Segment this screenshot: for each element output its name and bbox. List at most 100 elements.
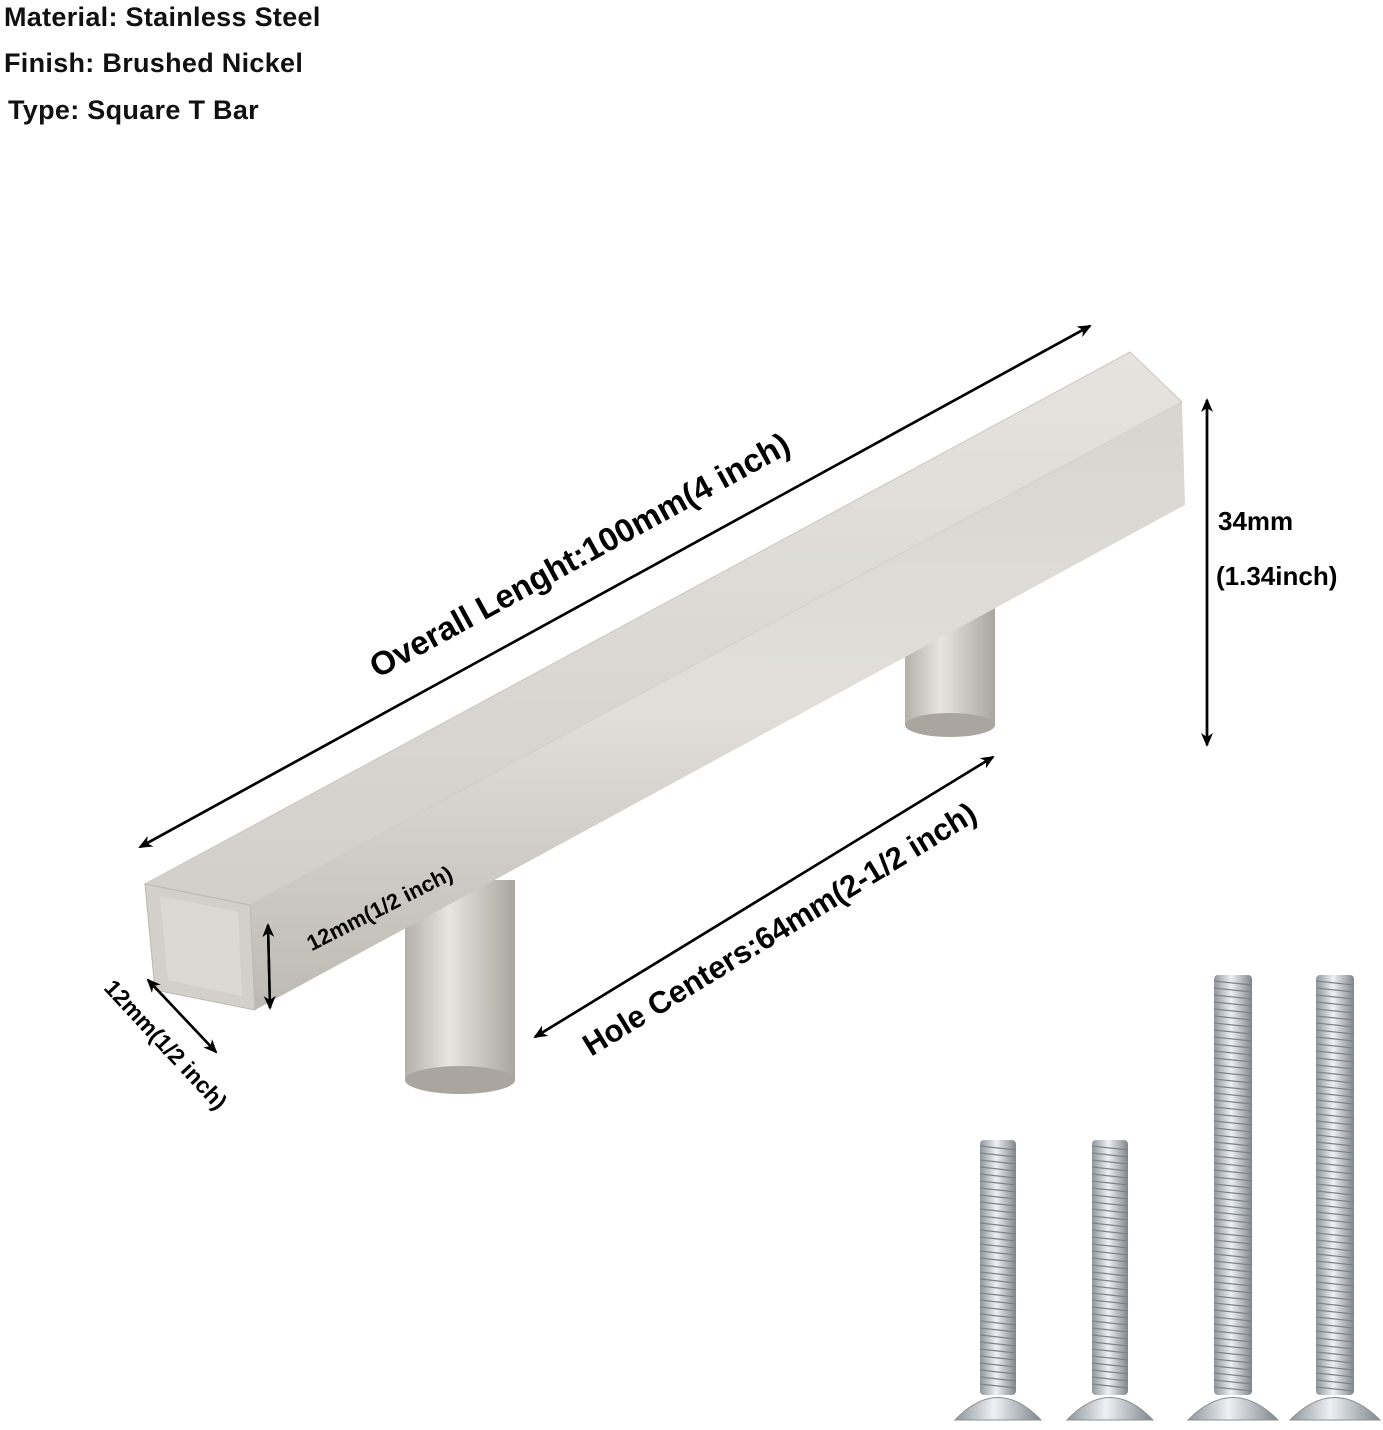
screw-thread (1213, 1099, 1253, 1105)
screw-thread (1315, 1008, 1355, 1014)
height-inch-label: (1.34inch) (1216, 561, 1337, 591)
screw-thread (1213, 1155, 1253, 1161)
screw-thread (979, 1264, 1017, 1270)
screw-thread (1315, 1057, 1355, 1063)
screw-thread (1213, 1113, 1253, 1119)
screw-thread (979, 1222, 1017, 1228)
screw-thread (1315, 1253, 1355, 1259)
screw-thread (1315, 1183, 1355, 1189)
screw-thread (1213, 1239, 1253, 1245)
screw-thread (1315, 1169, 1355, 1175)
screw-thread (1091, 1376, 1129, 1382)
screw-thread (1091, 1369, 1129, 1375)
screw-thread (1213, 1225, 1253, 1231)
screw-thread (1213, 987, 1253, 993)
screw-thread (979, 1201, 1017, 1207)
screw-thread (1213, 1183, 1253, 1189)
screw-thread (1213, 1120, 1253, 1126)
screw-thread (1213, 1323, 1253, 1329)
screw-thread (1315, 1372, 1355, 1378)
screw-thread (979, 1306, 1017, 1312)
screw-thread (1213, 1197, 1253, 1203)
screw-thread (1213, 1162, 1253, 1168)
screw-thread (1315, 1288, 1355, 1294)
screw-thread (1213, 1218, 1253, 1224)
screw-thread (1315, 1365, 1355, 1371)
screw-thread (979, 1166, 1017, 1172)
screw-thread (1315, 980, 1355, 986)
screw-thread (1315, 1239, 1355, 1245)
screw-thread (1091, 1320, 1129, 1326)
screw-thread (979, 1187, 1017, 1193)
screw-thread (979, 1369, 1017, 1375)
screw-thread (1315, 1330, 1355, 1336)
screw-thread (1315, 994, 1355, 1000)
screw-thread (1315, 1134, 1355, 1140)
screw-thread (979, 1236, 1017, 1242)
screw-thread (1091, 1264, 1129, 1270)
screw-thread (1213, 1169, 1253, 1175)
spec-type: Type: Square T Bar (8, 95, 259, 125)
screw-thread (1213, 1302, 1253, 1308)
screw-thread (1213, 1036, 1253, 1042)
screw-thread (979, 1376, 1017, 1382)
screw-thread (1315, 1141, 1355, 1147)
screw-thread (1091, 1271, 1129, 1277)
screw-thread (1315, 1316, 1355, 1322)
screw-thread (1213, 1372, 1253, 1378)
screw-thread (1091, 1159, 1129, 1165)
screw-thread (979, 1362, 1017, 1368)
screw-thread (979, 1180, 1017, 1186)
screw-long-1 (1186, 975, 1280, 1421)
screw-thread (1213, 1071, 1253, 1077)
screw-thread (1091, 1194, 1129, 1200)
screw-thread (1213, 1085, 1253, 1091)
screw-thread (1213, 1358, 1253, 1364)
screw-thread (1091, 1299, 1129, 1305)
screw-thread (979, 1341, 1017, 1347)
screw-thread (1213, 1008, 1253, 1014)
screw-thread (1213, 1267, 1253, 1273)
screw-thread (1213, 1386, 1253, 1392)
screw-thread (1213, 1043, 1253, 1049)
screw-thread (1091, 1313, 1129, 1319)
screw-thread (1315, 1281, 1355, 1287)
screw-thread (979, 1194, 1017, 1200)
screw-thread (1213, 1141, 1253, 1147)
screw-thread (1091, 1250, 1129, 1256)
screw-thread (1315, 1127, 1355, 1133)
screw-thread (979, 1243, 1017, 1249)
screw-thread (1091, 1355, 1129, 1361)
screw-thread (979, 1320, 1017, 1326)
screw-thread (1091, 1152, 1129, 1158)
spec-finish: Finish: Brushed Nickel (4, 48, 304, 78)
screw-short-2 (1065, 1140, 1155, 1421)
screw-thread (1213, 1309, 1253, 1315)
screw-thread (979, 1271, 1017, 1277)
screw-thread (979, 1383, 1017, 1389)
screw-thread (1315, 1344, 1355, 1350)
screw-thread (1091, 1257, 1129, 1263)
screw-thread (1091, 1173, 1129, 1179)
screw-thread (1213, 1232, 1253, 1238)
screw-thread (1315, 1085, 1355, 1091)
screw-thread (1213, 1351, 1253, 1357)
screw-thread (1213, 1127, 1253, 1133)
screw-thread (1315, 1078, 1355, 1084)
screw-thread (979, 1292, 1017, 1298)
screw-thread (1315, 1155, 1355, 1161)
screw-thread (1091, 1222, 1129, 1228)
screw-thread (1213, 1204, 1253, 1210)
screw-thread (1091, 1208, 1129, 1214)
screw-thread (1213, 1106, 1253, 1112)
screw-thread (1315, 1190, 1355, 1196)
screw-thread (1213, 1057, 1253, 1063)
screw-thread (1091, 1166, 1129, 1172)
screw-thread (979, 1152, 1017, 1158)
screw-thread (1213, 980, 1253, 986)
screw-thread (1315, 1148, 1355, 1154)
screw-thread (1213, 1379, 1253, 1385)
screw-thread (979, 1173, 1017, 1179)
screw-thread (979, 1208, 1017, 1214)
